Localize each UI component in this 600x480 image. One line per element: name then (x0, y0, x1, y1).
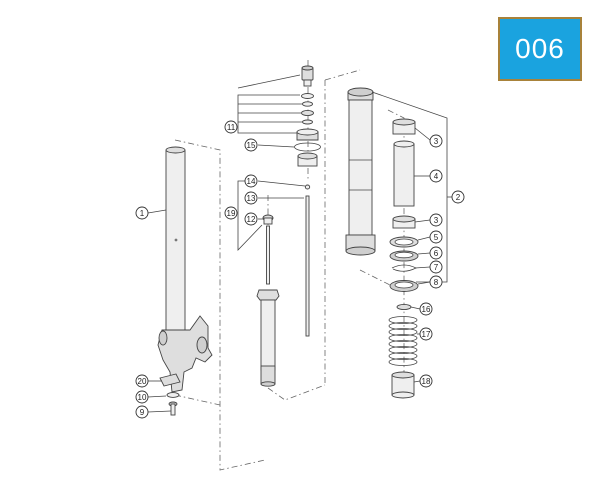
svg-text:17: 17 (422, 330, 431, 339)
part-top-cap-stack (294, 65, 321, 167)
svg-text:1: 1 (140, 209, 145, 218)
callout-4: 4 (429, 169, 443, 183)
svg-text:19: 19 (227, 209, 236, 218)
callout-6: 6 (429, 246, 443, 260)
fork-spring (388, 316, 418, 366)
part-bolt-assembly (159, 373, 181, 416)
svg-text:9: 9 (140, 408, 145, 417)
callout-8: 8 (429, 275, 443, 289)
callout-7: 7 (429, 260, 443, 274)
callout-5: 5 (429, 230, 443, 244)
svg-text:10: 10 (138, 393, 147, 402)
callout-17: 17 (419, 327, 433, 341)
svg-text:3: 3 (434, 137, 439, 146)
svg-text:14: 14 (247, 177, 256, 186)
svg-text:7: 7 (434, 263, 439, 272)
svg-text:4: 4 (434, 172, 439, 181)
svg-text:13: 13 (247, 194, 256, 203)
callout-10: 10 (135, 390, 149, 404)
callout-18: 18 (419, 374, 433, 388)
callout-15: 15 (244, 138, 258, 152)
callout-3-top: 3 (429, 134, 443, 148)
svg-text:6: 6 (434, 249, 439, 258)
page-number: 006 (515, 33, 565, 64)
svg-text:15: 15 (247, 141, 256, 150)
callout-12: 12 (244, 212, 258, 226)
callout-9: 9 (135, 405, 149, 419)
svg-text:12: 12 (247, 215, 256, 224)
callout-1: 1 (135, 206, 149, 220)
callout-13: 13 (244, 191, 258, 205)
callout-11: 11 (224, 120, 238, 134)
callout-14: 14 (244, 174, 258, 188)
svg-text:11: 11 (227, 123, 236, 132)
svg-text:16: 16 (422, 305, 431, 314)
callout-16: 16 (419, 302, 433, 316)
callout-3-bottom: 3 (429, 213, 443, 227)
svg-text:3: 3 (434, 216, 439, 225)
part-bushings-seals (389, 118, 419, 292)
svg-text:20: 20 (138, 377, 147, 386)
callout-2: 2 (451, 190, 465, 204)
page-number-badge: 006 (498, 17, 582, 81)
part-outer-tube (157, 146, 213, 393)
svg-text:18: 18 (422, 377, 431, 386)
svg-text:2: 2 (456, 193, 461, 202)
svg-text:5: 5 (434, 233, 439, 242)
part-spring-assembly (388, 303, 418, 399)
part-damper-cartridge (256, 184, 311, 387)
svg-text:8: 8 (434, 278, 439, 287)
callout-20: 20 (135, 374, 149, 388)
part-inner-tube (345, 87, 376, 256)
callout-19: 19 (224, 206, 238, 220)
